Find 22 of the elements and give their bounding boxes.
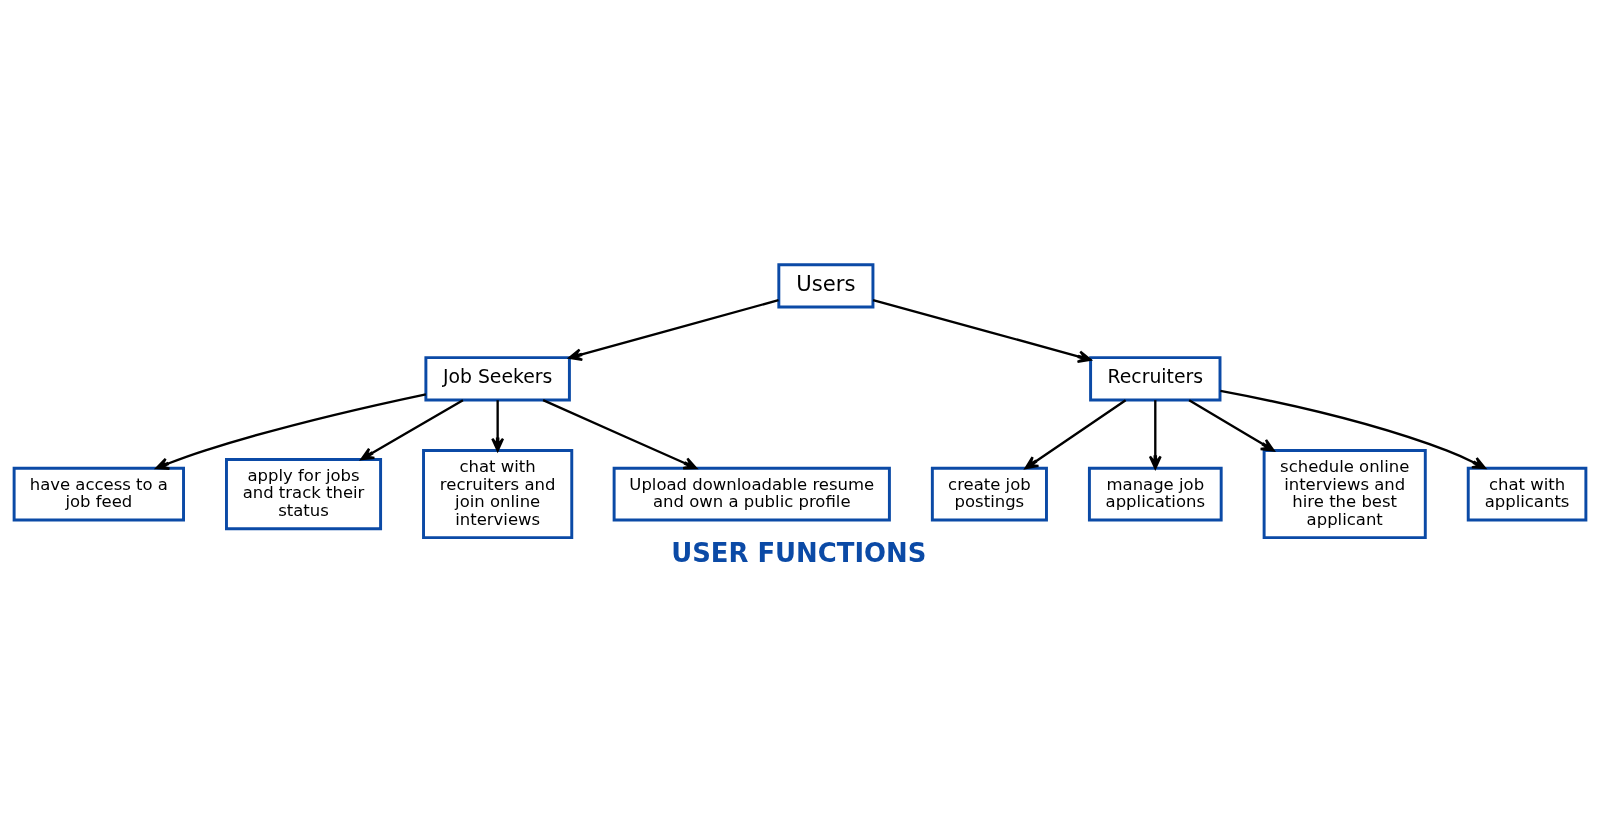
node-box: Users: [777, 263, 875, 309]
arrow: [360, 399, 464, 461]
node-box: manage job applications: [1087, 466, 1223, 522]
node-box: have access to a job feed: [12, 466, 185, 522]
node-box: Upload downloadable resume and own a public profile: [612, 466, 891, 522]
arrow: [872, 298, 1092, 363]
arrow: [1024, 399, 1127, 470]
node-box: schedule online interviews and hire the best applicant: [1262, 449, 1427, 540]
arrow: [1220, 389, 1486, 470]
node-box: chat with applicants: [1466, 466, 1588, 522]
node-box: Recruiters: [1089, 356, 1222, 402]
arrow: [155, 393, 427, 470]
node-box: create job postings: [930, 466, 1048, 522]
node-box: Job Seekers: [424, 356, 571, 402]
node-box: chat with recruiters and join online interviews: [422, 449, 574, 540]
arrow: [568, 299, 779, 361]
node-box: apply for jobs and track their status: [225, 457, 383, 531]
arrow: [542, 399, 698, 470]
caption: USER FUNCTIONS: [671, 537, 927, 568]
arrow: [1148, 400, 1162, 470]
arrow: [491, 400, 505, 452]
arrow: [1188, 399, 1275, 452]
